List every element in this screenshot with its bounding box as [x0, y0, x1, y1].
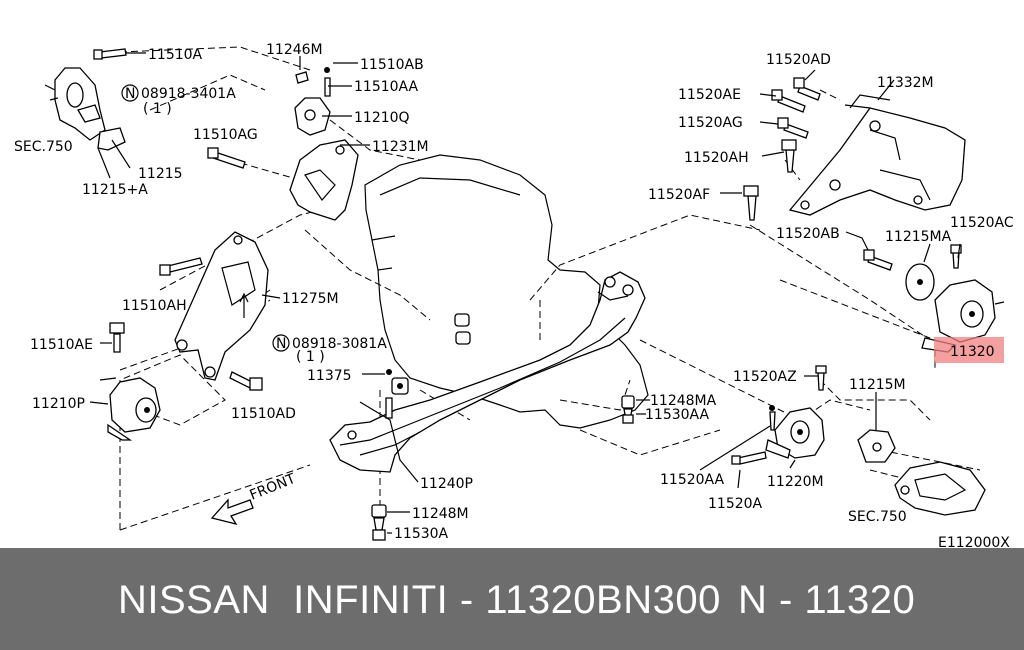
label-11248m: 11248M [412, 506, 469, 522]
bracket-11275m [174, 231, 269, 381]
label-11248ma: 11248MA [650, 393, 717, 409]
upper-center-bracket [207, 67, 359, 221]
label-e112000x: E112000X [938, 535, 1010, 548]
bolt-11248ma [621, 395, 635, 424]
label-11520ae: 11520AE [678, 87, 741, 103]
label-11215a: 11215+A [82, 182, 148, 198]
label-sec750-left: SEC.750 [14, 139, 73, 155]
bolt-11248m [371, 504, 387, 541]
part-number-banner: NISSAN INFINITI - 11320BN300 N - 11320 [0, 548, 1024, 650]
label-11320: 11320 [950, 344, 995, 360]
brand-part-number: NISSAN INFINITI - 11320BN300 [118, 578, 721, 622]
label-11520ac: 11520AC [950, 215, 1014, 231]
label-11510a: 11510A [148, 47, 203, 63]
n-mark-1: N [125, 86, 135, 102]
label-11520ag: 11520AG [678, 115, 743, 131]
label-11520az: 11520AZ [733, 369, 797, 385]
label-11220m: 11220M [767, 474, 824, 490]
crossmember-11240p [329, 271, 646, 473]
label-11510aa: 11510AA [354, 79, 419, 95]
label-11510ag: 11510AG [193, 127, 258, 143]
label-11510ah: 11510AH [122, 298, 187, 314]
label-11332m: 11332M [877, 75, 934, 91]
label-11520ah: 11520AH [684, 150, 749, 166]
leader-ticks [89, 52, 961, 534]
label-11215: 11215 [138, 166, 183, 182]
label-11520aa: 11520AA [660, 472, 725, 488]
label-11510ae: 11510AE [30, 337, 93, 353]
part-11320-highlight [934, 337, 1004, 363]
parts-diagram: N N 11510A [14, 42, 1014, 548]
engine-block [364, 154, 649, 429]
bolts-right [743, 77, 962, 271]
label-front: FRONT [248, 471, 299, 504]
washer-11215ma [905, 263, 935, 301]
label-11275m: 11275M [282, 291, 339, 307]
label-11375: 11375 [307, 368, 352, 384]
label-11520ab: 11520AB [776, 226, 840, 242]
label-11510ab: 11510AB [360, 57, 424, 73]
n-marks: N N [121, 84, 290, 352]
label-11215ma: 11215MA [885, 229, 952, 245]
stud-11375 [385, 369, 409, 419]
label-11520ad: 11520AD [766, 52, 831, 68]
engine-mount-11220m [731, 365, 827, 465]
bracket-11332m [788, 94, 966, 216]
label-11210q: 11210Q [354, 110, 410, 126]
label-11530a: 11530A [394, 526, 449, 542]
label-11215m: 11215M [849, 377, 906, 393]
engine-mount-11210p [99, 377, 161, 441]
label-11510ad: 11510AD [231, 406, 296, 422]
bracket-11215m [857, 429, 986, 516]
label-08918-3081a-qty: ( 1 ) [296, 349, 325, 365]
label-11520a: 11520A [708, 496, 763, 512]
label-11231m: 11231M [372, 139, 429, 155]
bolts-left [109, 257, 263, 391]
label-08918-3081a: 08918-3081A [292, 336, 387, 352]
catalog-code: N - 11320 [738, 578, 916, 622]
label-11240p: 11240P [420, 476, 473, 492]
upper-left-bracket [44, 48, 127, 151]
label-11246m: 11246M [266, 42, 323, 58]
n-mark-2: N [276, 336, 286, 352]
label-08918-3401a: 08918-3401A [141, 86, 236, 102]
label-08918-3401a-qty: ( 1 ) [143, 101, 172, 117]
front-arrow [210, 498, 254, 526]
label-11530aa: 11530AA [645, 407, 710, 423]
label-sec750-right: SEC.750 [848, 509, 907, 525]
label-11210p: 11210P [32, 396, 85, 412]
label-11520af: 11520AF [648, 187, 710, 203]
